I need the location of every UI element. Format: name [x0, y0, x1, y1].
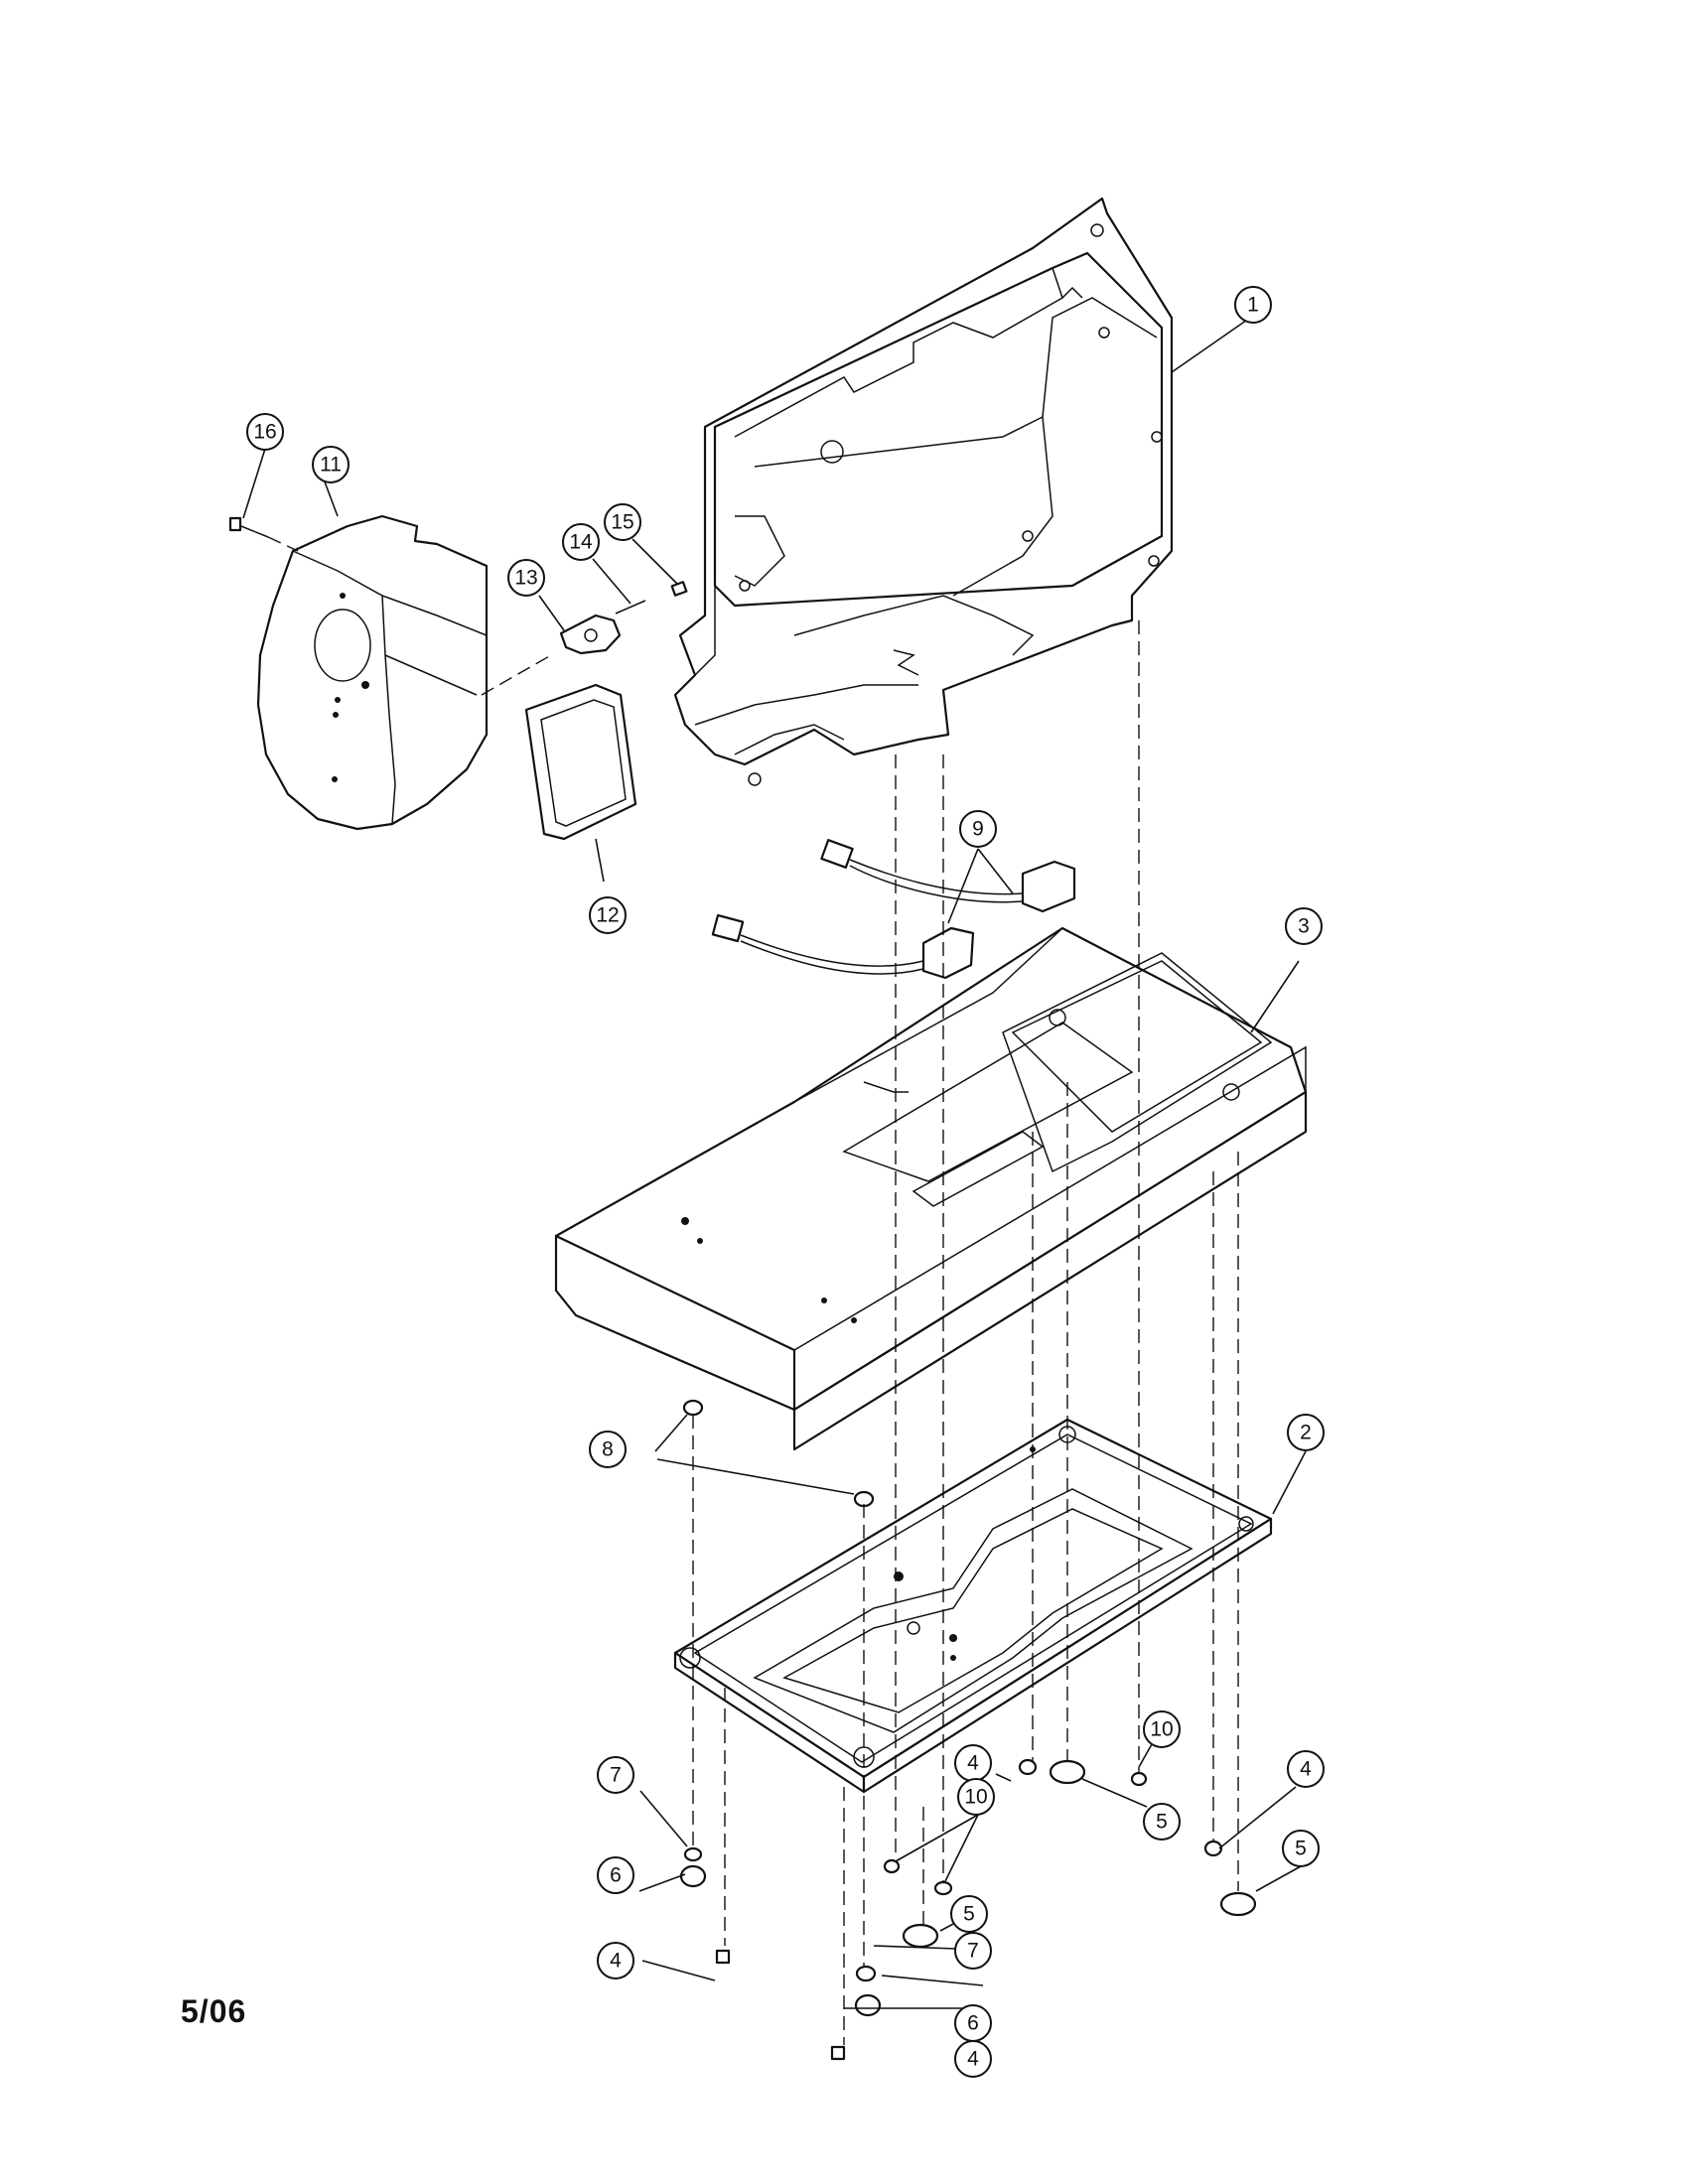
callout-part-10b: 10: [957, 1778, 995, 1816]
callout-label: 8: [602, 1438, 614, 1461]
callout-label: 7: [967, 1940, 979, 1963]
page-revision-code: 5/06: [181, 1993, 247, 2029]
callout-label: 4: [967, 2048, 979, 2071]
callout-label: 10: [964, 1786, 987, 1809]
callout-label: 2: [1300, 1422, 1312, 1444]
callout-label: 7: [610, 1764, 622, 1787]
assembly-alignment-lines: [692, 620, 1239, 2045]
callout-part-4d: 4: [954, 2040, 992, 2078]
callout-label: 3: [1298, 915, 1310, 938]
callout-label: 4: [1300, 1758, 1312, 1781]
callout-label: 4: [610, 1950, 622, 1973]
part-latch-assembly: [481, 581, 688, 696]
part-screw-16: [228, 516, 299, 552]
callout-label: 14: [569, 531, 593, 554]
part-motor-cover: [256, 514, 489, 831]
callout-part-15: 15: [604, 503, 641, 541]
callout-part-7a: 7: [597, 1756, 634, 1794]
callout-part-7b: 7: [954, 1932, 992, 1970]
callout-label: 13: [514, 567, 537, 590]
part-base-plate: [673, 1418, 1273, 1794]
callout-label: 1: [1247, 294, 1259, 317]
callout-part-13: 13: [507, 559, 545, 597]
callout-part-8: 8: [589, 1431, 627, 1468]
callout-label: 9: [972, 818, 984, 841]
callout-part-6a: 6: [597, 1856, 634, 1894]
callout-part-12: 12: [589, 896, 627, 934]
callout-part-10a: 10: [1143, 1710, 1181, 1748]
callout-leaders: [242, 315, 1307, 2009]
callout-part-16: 16: [246, 413, 284, 451]
callout-label: 5: [963, 1903, 975, 1926]
callout-label: 15: [611, 511, 633, 534]
callout-part-5c: 5: [950, 1895, 988, 1933]
callout-part-11: 11: [312, 446, 350, 483]
callout-label: 16: [253, 421, 276, 444]
callout-label: 4: [967, 1752, 979, 1775]
part-fasteners: [679, 1399, 1257, 2061]
callout-label: 5: [1156, 1811, 1168, 1834]
callout-part-4a: 4: [954, 1744, 992, 1782]
callout-part-9: 9: [959, 810, 997, 848]
callout-part-5b: 5: [1282, 1830, 1320, 1867]
part-top-tray: [554, 926, 1308, 1451]
callout-label: 6: [967, 2012, 979, 2035]
callout-label: 6: [610, 1864, 622, 1887]
part-frame-chassis: [673, 197, 1174, 786]
callout-part-4b: 4: [1287, 1750, 1325, 1788]
callout-part-14: 14: [562, 523, 600, 561]
callout-label: 5: [1295, 1838, 1307, 1860]
callout-part-6b: 6: [954, 2004, 992, 2042]
callout-part-5a: 5: [1143, 1803, 1181, 1841]
callout-part-1: 1: [1234, 286, 1272, 324]
part-window-panel: [524, 683, 637, 841]
callout-label: 11: [320, 454, 342, 477]
callout-part-4c: 4: [597, 1942, 634, 1979]
callouts: 1 2 3 4 4 4 4 5 5 5 6 6 7 7 8 9 10 10 11…: [246, 286, 1325, 2078]
callout-label: 10: [1150, 1718, 1173, 1741]
callout-label: 12: [596, 904, 619, 927]
callout-part-3: 3: [1285, 907, 1323, 945]
part-wire-harness: [711, 839, 1076, 980]
callout-part-2: 2: [1287, 1414, 1325, 1451]
